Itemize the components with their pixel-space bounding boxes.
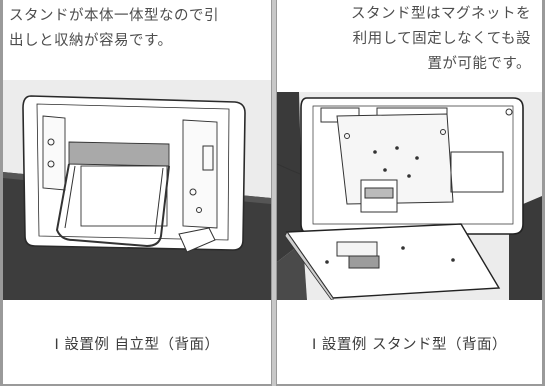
frame-right-edge [542,0,545,386]
self-standing-back-illustration [3,80,271,300]
example-label: I 設置例 スタンド型（背面） [312,337,507,353]
stand-type-back-illustration [277,92,542,300]
panel-caption: スタンドが本体一体型なので引 出しと収納が容易です。 [9,8,219,49]
panel-self-standing: スタンドが本体一体型なので引 出しと収納が容易です。 [3,0,271,386]
frame-divider [271,0,277,386]
panel-caption: スタンド型はマグネットを 利用して固定しなくても設 置が可能です。 [351,6,531,72]
panel-stand-type: スタンド型はマグネットを 利用して固定しなくても設 置が可能です。 [277,0,542,386]
frame-left-edge [0,0,3,386]
example-label: I 設置例 自立型（背面） [54,337,220,353]
